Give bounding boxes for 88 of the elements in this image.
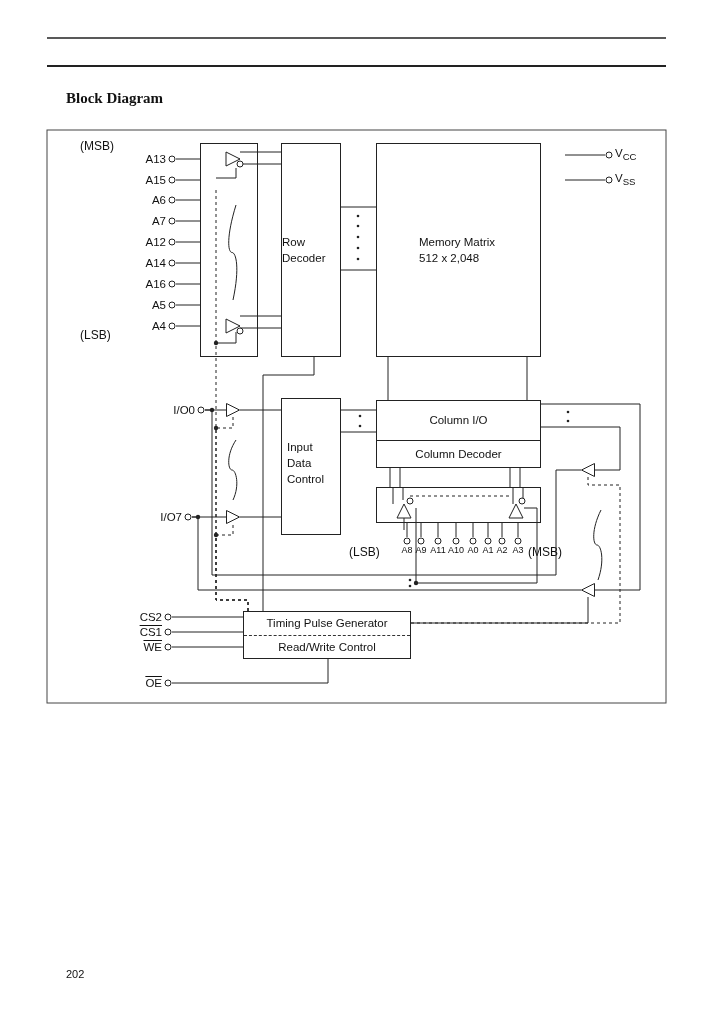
block-label: Column Decoder: [415, 446, 502, 462]
wire: [171, 631, 244, 633]
memory-matrix-block: [376, 143, 541, 357]
pin-label: A14: [145, 257, 166, 269]
block-label: Read/Write Control: [244, 634, 410, 658]
wire: [406, 522, 408, 538]
bit-order-label: (MSB): [80, 139, 114, 153]
wire: [175, 241, 201, 243]
wire: [340, 409, 377, 433]
wire: [540, 403, 641, 591]
block-label: Timing Pulse Generator: [265, 616, 389, 632]
pin-label: I/O7: [160, 511, 182, 523]
block-label: 512 x 2,048: [419, 251, 480, 266]
control-block: [243, 611, 411, 659]
wire: [171, 646, 244, 648]
wire: [175, 262, 201, 264]
wire: [517, 522, 519, 538]
page-number: 202: [66, 968, 85, 980]
wire: [175, 304, 201, 306]
pin-label: A0: [467, 545, 479, 555]
pin-label: A12: [145, 236, 166, 248]
wire: [239, 409, 282, 411]
block-label: Memory Matrix: [419, 234, 496, 250]
buffer-symbol: [226, 403, 240, 417]
pin-label: A1: [482, 545, 494, 555]
column-io-block: [376, 400, 541, 441]
wire: [175, 158, 201, 160]
block-label: Column I/O: [429, 413, 488, 429]
wire: [437, 522, 439, 538]
pin-label: A4: [151, 320, 166, 332]
pin-label: A6: [151, 194, 166, 206]
wire: [175, 325, 201, 327]
bit-order-label: (LSB): [80, 328, 111, 342]
pin-label: A13: [145, 153, 166, 165]
buffer-symbol: [581, 583, 595, 597]
pin-label: V$_{CC}$: [615, 147, 637, 163]
pin-label: CS2: [139, 611, 162, 623]
wire: [410, 596, 589, 624]
wire: [472, 522, 474, 538]
buffer-block: [200, 143, 258, 357]
wire: [257, 151, 282, 329]
row-decoder-block: [281, 143, 341, 357]
pin-label: A9: [415, 545, 427, 555]
pin-label: A10: [448, 545, 464, 555]
wire: [204, 409, 582, 576]
wire: [340, 206, 377, 271]
pin-label: WE: [143, 641, 162, 653]
wire: [175, 283, 201, 285]
wire: [191, 516, 582, 591]
pin-label: A11: [430, 545, 446, 555]
wire: [171, 616, 244, 618]
pin-label: A5: [151, 299, 166, 311]
bit-order-label: (LSB): [349, 545, 380, 559]
wire: [215, 523, 249, 612]
pin-label: A15: [145, 174, 166, 186]
buffer-symbol: [581, 463, 595, 477]
wire: [564, 179, 606, 181]
wire: [262, 356, 315, 612]
wire: [239, 516, 282, 518]
wire: [564, 154, 606, 156]
wire: [487, 522, 489, 538]
buffer-symbol: [226, 510, 240, 524]
buffer-block: [376, 487, 541, 523]
wire: [420, 522, 422, 538]
wire: [501, 522, 503, 538]
wire: [175, 199, 201, 201]
wire: [540, 426, 621, 471]
pin-label: A2: [496, 545, 508, 555]
wire: [387, 356, 528, 401]
pin-label: I/O0: [173, 404, 195, 416]
pin-label: CS1: [139, 626, 162, 638]
pin-label: A16: [145, 278, 166, 290]
pin-label: A3: [512, 545, 524, 555]
pin-label: V$_{SS}$: [615, 172, 636, 188]
input-data-control-block: [281, 398, 341, 535]
block-label: Row Decoder: [282, 234, 327, 266]
wire: [389, 467, 521, 488]
pin-label: A8: [401, 545, 413, 555]
wire: [175, 179, 201, 181]
block-label: Input Data Control: [287, 440, 326, 488]
wire: [175, 220, 201, 222]
diagram-title: Block Diagram: [66, 90, 164, 107]
pin-label: OE: [145, 677, 162, 689]
column-decoder-block: [376, 440, 541, 468]
bit-order-label: (MSB): [528, 545, 562, 559]
wire: [171, 658, 329, 684]
wire: [455, 522, 457, 538]
pin-label: A7: [151, 215, 166, 227]
